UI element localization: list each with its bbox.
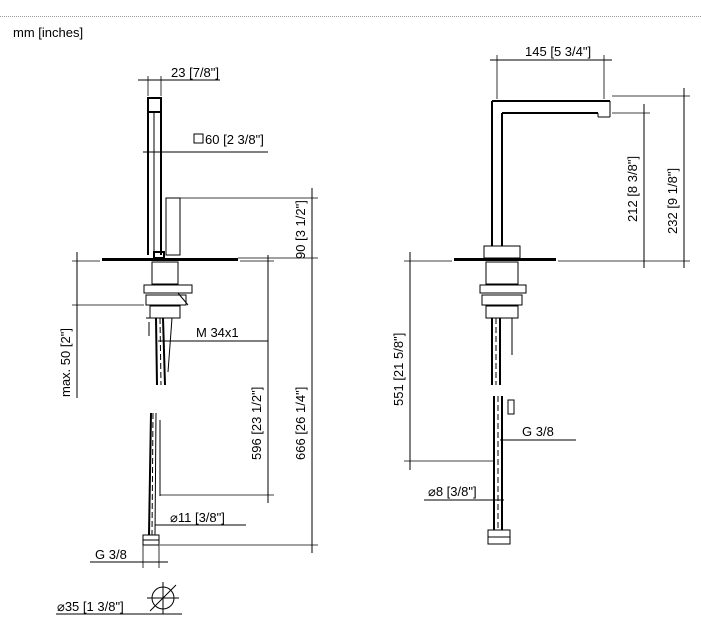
left-dimension-lines [56,76,318,615]
right-dimension-lines [404,55,690,501]
left-hose-diameter-label: ⌀11 [3/8"] [170,510,225,525]
left-faucet-outline [102,97,238,546]
right-hose-diameter-label: ⌀8 [3/8"] [428,484,477,499]
right-hose-length-label: 551 [21 5/8"] [391,333,406,406]
right-spout-height-label: 212 [8 3/8"] [625,156,640,222]
right-total-height-label: 232 [9 1/8"] [665,168,680,234]
left-thread-label: M 34x1 [196,325,239,340]
top-divider [0,16,701,17]
left-connection-label: G 3/8 [95,547,127,562]
left-square-label: 60 [2 3/8"] [205,132,264,147]
left-hole-diameter-label: ⌀35 [1 3/8"] [57,599,124,614]
left-max-thickness-label: max. 50 [2"] [58,328,73,397]
square-icon [193,133,204,144]
right-faucet-outline [454,100,611,545]
left-hose-height-label: 596 [23 1/2"] [249,387,264,460]
right-connection-label: G 3/8 [522,424,554,439]
right-reach-label: 145 [5 3/4"] [525,44,591,59]
left-lever-height-label: 90 [3 1/2"] [293,200,308,259]
units-label: mm [inches] [13,25,84,40]
left-total-height-label: 666 [26 1/4"] [293,387,308,460]
left-top-width-label: 23 [7/8"] [171,65,219,80]
